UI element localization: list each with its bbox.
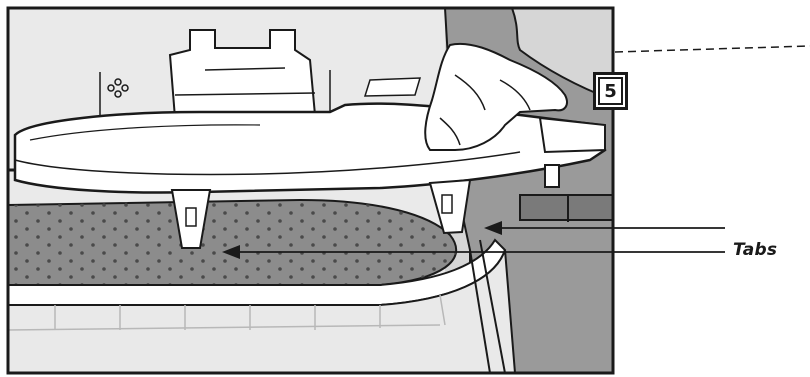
dashed-leader-line [615, 46, 810, 52]
sleeve-pocket [520, 195, 613, 220]
tabs-callout-label: Tabs [733, 240, 777, 260]
step-number-badge: 5 [593, 72, 628, 110]
